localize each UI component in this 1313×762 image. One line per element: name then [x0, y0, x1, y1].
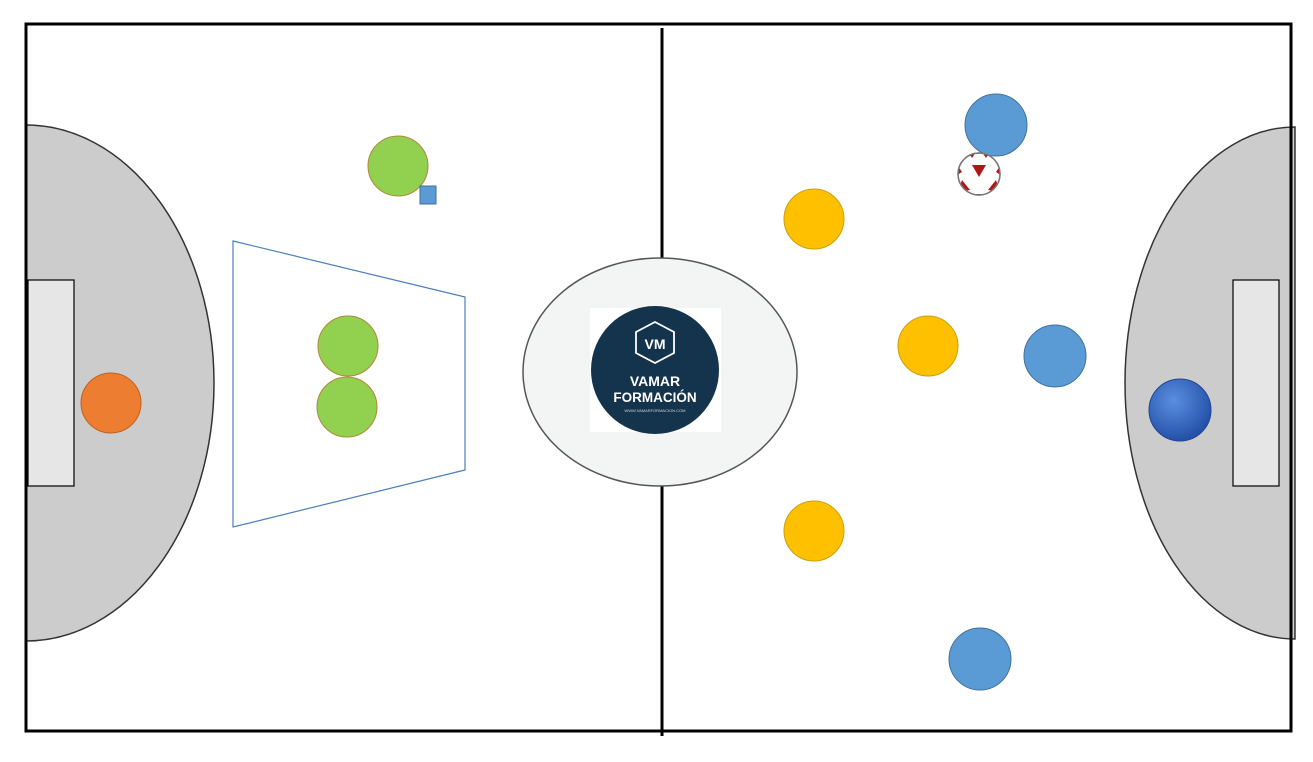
goalkeeper-right [1148, 378, 1212, 442]
court [24, 22, 1296, 736]
yellow-player-1 [783, 188, 845, 250]
goalkeeper-left [80, 372, 142, 434]
right-penalty-area [1124, 126, 1296, 640]
green-player-3 [316, 376, 378, 438]
logo-monogram: VM [645, 336, 666, 352]
right-goal-box [1232, 279, 1280, 487]
defensive-zone-outline [232, 240, 466, 528]
blue-team [948, 93, 1087, 691]
cone-marker [419, 185, 437, 205]
blue-player-3 [948, 627, 1012, 691]
green-player-2 [317, 315, 379, 377]
blue-player-2 [1023, 324, 1087, 388]
logo-circle [591, 306, 719, 434]
court-border [24, 22, 1293, 733]
yellow-team [783, 188, 959, 562]
yellow-player-3 [783, 500, 845, 562]
yellow-player-2 [897, 315, 959, 377]
ball-icon [957, 152, 1001, 196]
logo-line1: VAMAR [630, 373, 680, 389]
logo-line2: FORMACIÓN [613, 390, 696, 405]
logo-tagline: WWW.VAMARFORMACION.COM [624, 408, 685, 413]
green-player-1 [367, 135, 429, 197]
vamar-logo: VM VAMAR FORMACIÓN WWW.VAMARFORMACION.CO… [590, 306, 721, 434]
green-team [316, 135, 429, 438]
left-goal-box [27, 279, 75, 487]
blue-player-1 [964, 93, 1028, 157]
logo-hexagon-icon [635, 320, 675, 365]
